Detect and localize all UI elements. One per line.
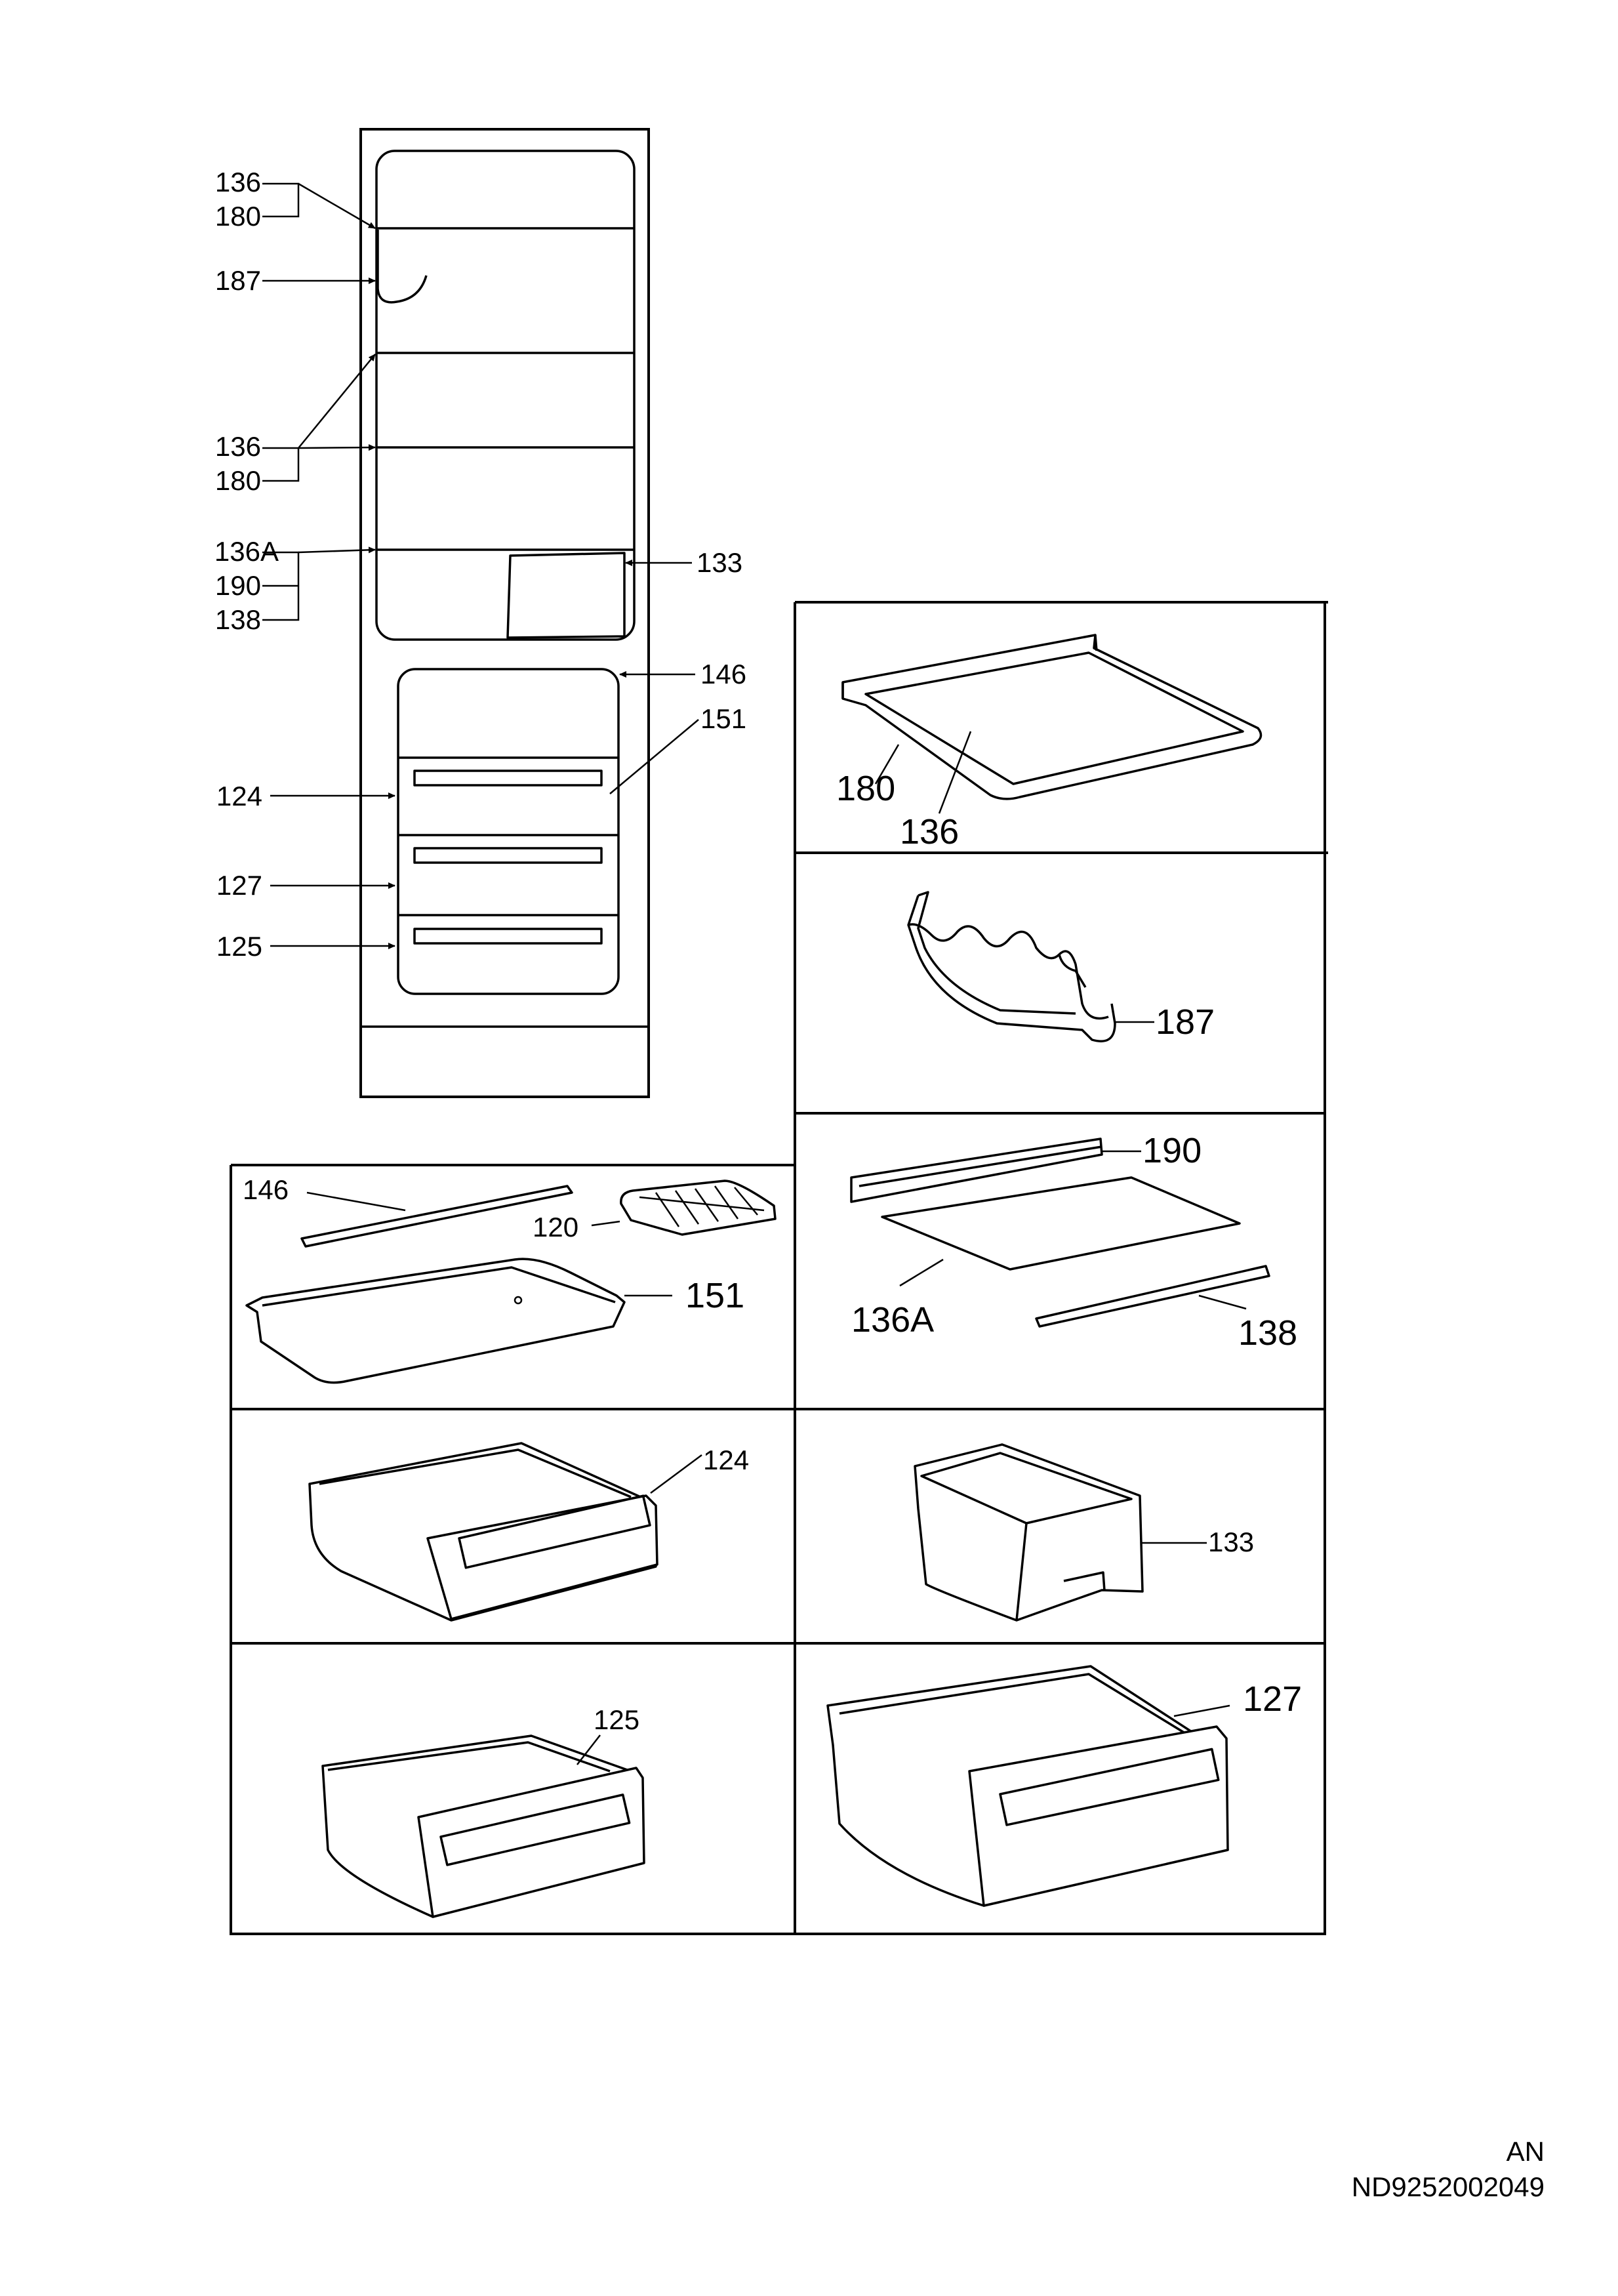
- diagram-code: ND9252002049: [1352, 2171, 1545, 2202]
- callout-180-top: 180: [215, 201, 261, 232]
- label-146: 146: [243, 1174, 289, 1205]
- freezer-tray-set: [245, 1179, 777, 1384]
- callout-127: 127: [216, 870, 262, 901]
- shelf-glass: [864, 651, 1244, 785]
- label-127: 127: [1243, 1679, 1302, 1719]
- callout-125: 125: [216, 931, 262, 962]
- callout-180-mid: 180: [215, 465, 261, 496]
- drawer-handle-1: [413, 769, 603, 787]
- cabinet-outline: [359, 128, 650, 1098]
- parts-grid: [230, 601, 1328, 1935]
- overview-leaders: [262, 182, 699, 949]
- cover-strip: [300, 1185, 573, 1248]
- drawer-125: [321, 1734, 645, 1918]
- drawer-127: [826, 1665, 1229, 1907]
- shelf-assembly: [841, 634, 1263, 800]
- ice-tray-grid: [639, 1185, 765, 1227]
- rear-trim: [1035, 1265, 1270, 1328]
- label-124: 124: [703, 1445, 749, 1475]
- drawer-handle-3: [413, 928, 603, 945]
- freezer-compartment: [397, 668, 620, 995]
- label-190: 190: [1143, 1131, 1202, 1170]
- front-trim: [850, 1138, 1103, 1203]
- callout-138: 138: [215, 604, 261, 635]
- ice-tray: [620, 1179, 777, 1236]
- label-187: 187: [1156, 1002, 1215, 1042]
- drawer-handle-2: [413, 847, 603, 864]
- label-133: 133: [1208, 1527, 1254, 1557]
- freezer-tray: [245, 1258, 626, 1384]
- language-code: AN: [1507, 2136, 1545, 2167]
- callout-136-top: 136: [215, 167, 261, 197]
- callout-151: 151: [700, 703, 746, 734]
- callout-146: 146: [700, 659, 746, 689]
- bottle-rack-outline: [376, 230, 428, 304]
- label-180: 180: [836, 769, 895, 808]
- box-outline: [506, 552, 626, 639]
- glass-shelf-set: [850, 1138, 1270, 1328]
- callout-133: 133: [697, 547, 742, 578]
- bottle-rack: [907, 891, 1116, 1042]
- callout-136-mid: 136: [215, 431, 261, 462]
- drawer-124: [308, 1442, 658, 1622]
- label-138: 138: [1238, 1313, 1297, 1353]
- appliance-overview: [359, 128, 650, 1098]
- label-136A: 136A: [851, 1300, 934, 1340]
- callout-187: 187: [215, 265, 261, 296]
- label-120: 120: [533, 1212, 578, 1242]
- callout-190: 190: [215, 570, 261, 601]
- label-151: 151: [685, 1276, 744, 1315]
- callout-124: 124: [216, 781, 262, 811]
- glass-plate: [881, 1176, 1241, 1271]
- fridge-compartment: [375, 150, 636, 641]
- box-133: [914, 1443, 1144, 1622]
- label-136: 136: [900, 812, 959, 851]
- label-125: 125: [594, 1704, 639, 1735]
- callout-136A: 136A: [214, 536, 279, 567]
